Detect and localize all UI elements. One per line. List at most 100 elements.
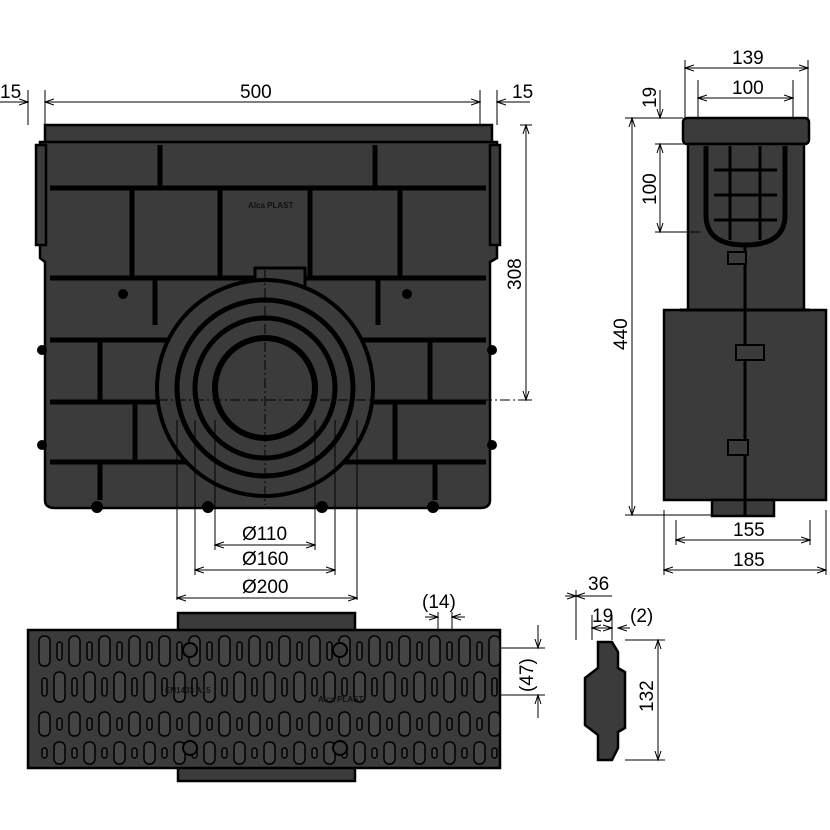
grate-slot bbox=[461, 747, 468, 759]
grate-slot bbox=[128, 635, 141, 667]
dim-14: (14) bbox=[422, 592, 456, 613]
grate-slot bbox=[458, 711, 471, 737]
grate-slot bbox=[356, 641, 363, 661]
grate-slot bbox=[113, 671, 126, 703]
grate-slot bbox=[488, 635, 501, 667]
grate-slot bbox=[221, 747, 228, 759]
grate-slot bbox=[146, 641, 153, 661]
dim-185: 185 bbox=[733, 550, 765, 571]
grate-slot bbox=[476, 717, 483, 731]
grate-slot bbox=[248, 635, 261, 667]
dim-500: 500 bbox=[240, 82, 272, 103]
grate-slot bbox=[161, 747, 168, 759]
grate-slot bbox=[281, 747, 288, 759]
grate-slot bbox=[68, 635, 81, 667]
grate-slot bbox=[296, 717, 303, 731]
feet bbox=[37, 345, 497, 513]
grate-slot bbox=[398, 711, 411, 737]
brick-pattern bbox=[50, 145, 486, 500]
grate-slot bbox=[398, 635, 411, 667]
grate-slot bbox=[86, 641, 93, 661]
grate-slot bbox=[38, 635, 51, 667]
dim-19-side: 19 bbox=[640, 87, 661, 108]
grate-slot bbox=[278, 635, 291, 667]
grate-slot bbox=[476, 641, 483, 661]
grate-slot bbox=[71, 677, 78, 697]
grate-slot bbox=[41, 747, 48, 759]
grate-slot bbox=[236, 641, 243, 661]
grate-slot bbox=[431, 677, 438, 697]
grate-slot bbox=[308, 635, 321, 667]
grate-slot bbox=[326, 717, 333, 731]
grate-slot bbox=[101, 747, 108, 759]
grate-slot bbox=[281, 677, 288, 697]
grate-slot bbox=[206, 641, 213, 661]
grate-slot bbox=[383, 671, 396, 703]
dim-d110: Ø110 bbox=[242, 524, 287, 545]
grate-slot bbox=[371, 677, 378, 697]
grate-slot bbox=[356, 717, 363, 731]
dim-47: (47) bbox=[517, 658, 538, 692]
grate-slot bbox=[308, 711, 321, 737]
grate-slot bbox=[488, 711, 501, 737]
grate-section: 36 19 (2) 132 bbox=[565, 574, 665, 762]
grate-slot bbox=[53, 741, 66, 765]
grate-slot bbox=[38, 711, 51, 737]
grate-slot bbox=[176, 717, 183, 731]
grate-slot bbox=[221, 677, 228, 697]
side-top-cap bbox=[681, 116, 811, 146]
grate-slot bbox=[266, 641, 273, 661]
grate-slot bbox=[128, 711, 141, 737]
grate-slot bbox=[251, 747, 258, 759]
grate-slot bbox=[443, 741, 456, 765]
grate-slot bbox=[311, 747, 318, 759]
grate-slot bbox=[176, 641, 183, 661]
grate-slot bbox=[248, 711, 261, 737]
grate-slot bbox=[491, 677, 498, 697]
right-flange bbox=[488, 143, 502, 247]
grate-slot bbox=[98, 711, 111, 737]
grate-slot bbox=[191, 677, 198, 697]
grate-slot bbox=[353, 671, 366, 703]
side-view: 139 100 19 100 440 155 185 bbox=[611, 48, 828, 575]
top-rim bbox=[43, 123, 494, 145]
grate-slot bbox=[473, 671, 486, 703]
grate-slot bbox=[68, 711, 81, 737]
grate-profile bbox=[583, 640, 627, 762]
grate-slot bbox=[98, 635, 111, 667]
grate-slot bbox=[371, 747, 378, 759]
grate-slot bbox=[263, 741, 276, 765]
grate-slot bbox=[428, 711, 441, 737]
grate-slot bbox=[353, 741, 366, 765]
grate-slot bbox=[368, 635, 381, 667]
dim-right-15: 15 bbox=[512, 82, 533, 103]
grate-slot bbox=[86, 717, 93, 731]
grate-slot bbox=[218, 711, 231, 737]
dim-132: 132 bbox=[637, 680, 658, 712]
centerlines bbox=[140, 270, 530, 505]
grate-slot bbox=[326, 641, 333, 661]
dim-100-top: 100 bbox=[732, 78, 764, 99]
grate-slot bbox=[368, 711, 381, 737]
grate-slot bbox=[458, 635, 471, 667]
grate-slot bbox=[53, 671, 66, 703]
grate-slot bbox=[101, 677, 108, 697]
grate-slot bbox=[266, 717, 273, 731]
grate-slot bbox=[158, 635, 171, 667]
grate-slot bbox=[131, 677, 138, 697]
dim-139: 139 bbox=[732, 48, 764, 69]
dim-440: 440 bbox=[611, 318, 632, 350]
grate-slots bbox=[38, 635, 501, 765]
grate-slot bbox=[311, 677, 318, 697]
grate-slot bbox=[491, 747, 498, 759]
side-bottom-tab bbox=[710, 498, 776, 518]
grate-slot bbox=[413, 671, 426, 703]
dim-d160: Ø160 bbox=[242, 549, 288, 570]
grate-slot bbox=[263, 671, 276, 703]
grate-slot bbox=[296, 641, 303, 661]
grate-slot bbox=[203, 671, 216, 703]
grate-slot bbox=[473, 741, 486, 765]
grate-slot bbox=[416, 717, 423, 731]
grate-slot bbox=[341, 677, 348, 697]
